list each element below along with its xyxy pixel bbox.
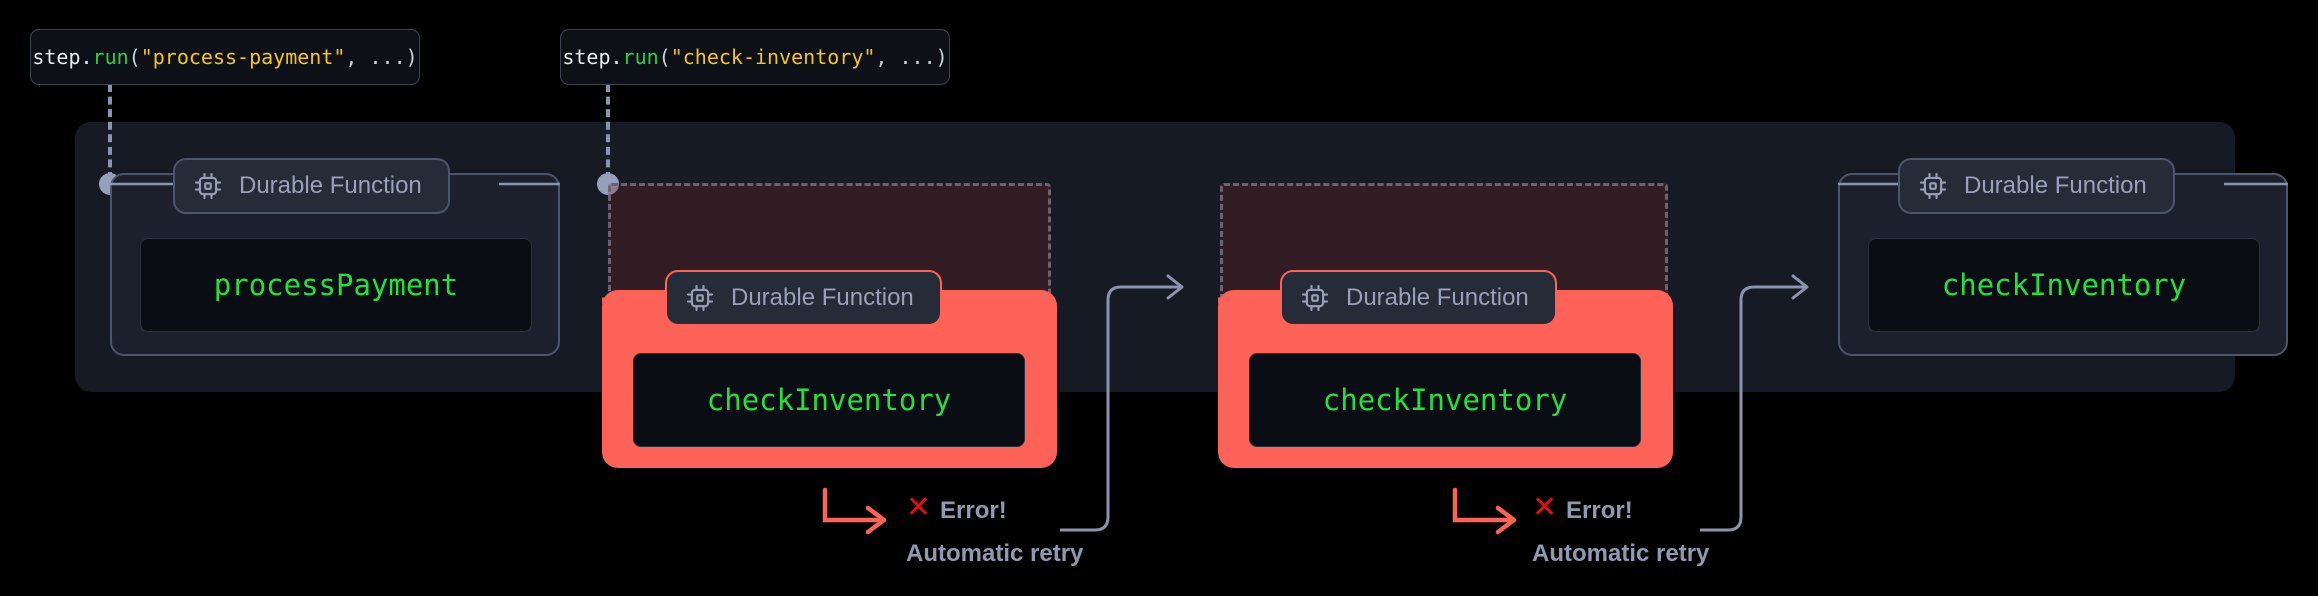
error-title-1: Error! xyxy=(940,497,1007,524)
error-x-icon-1: ✕ xyxy=(906,490,932,525)
check-inventory-2-code: checkInventory xyxy=(1322,383,1568,417)
callout-2-fn: run xyxy=(622,45,659,69)
check-inventory-2-code-box: checkInventory xyxy=(1249,353,1641,447)
check-inventory-1-code: checkInventory xyxy=(706,383,952,417)
cpu-icon xyxy=(686,284,714,312)
process-payment-code-box: processPayment xyxy=(140,238,532,332)
check-inventory-2-chip-label: Durable Function xyxy=(1346,284,1529,311)
process-payment-chip: Durable Function xyxy=(173,158,450,214)
check-inventory-1-chip: Durable Function xyxy=(665,270,942,326)
callout-1-string: "process-payment" xyxy=(140,45,346,69)
callout-dropper-2 xyxy=(606,84,610,180)
callout-1-prefix: step. xyxy=(32,45,93,69)
callout-2-prefix: step. xyxy=(562,45,623,69)
cpu-icon xyxy=(1301,284,1329,312)
check-inventory-1-chip-label: Durable Function xyxy=(731,284,914,311)
error-subtitle-2: Automatic retry xyxy=(1532,540,1710,567)
check-inventory-callout: step.run("check-inventory", ...) xyxy=(560,29,950,85)
process-payment-code: processPayment xyxy=(213,268,459,302)
error-subtitle-1: Automatic retry xyxy=(906,540,1084,567)
callout-2-string: "check-inventory" xyxy=(670,45,876,69)
check-inventory-success-chip-label: Durable Function xyxy=(1964,172,2147,199)
check-inventory-1-code-box: checkInventory xyxy=(633,353,1025,447)
check-inventory-success-code-box: checkInventory xyxy=(1868,238,2260,332)
error-arrowhead-1 xyxy=(865,505,887,535)
callout-2-open: ( xyxy=(658,45,671,69)
error-elbow-2 xyxy=(1452,487,1513,523)
check-inventory-success-code: checkInventory xyxy=(1941,268,2187,302)
callout-1-fn: run xyxy=(92,45,129,69)
error-arrowhead-2 xyxy=(1495,505,1517,535)
process-payment-chip-label: Durable Function xyxy=(239,172,422,199)
callout-dropper-1 xyxy=(108,84,112,180)
check-inventory-2-chip: Durable Function xyxy=(1280,270,1557,326)
callout-2-rest: , ...) xyxy=(875,45,948,69)
process-payment-callout: step.run("process-payment", ...) xyxy=(30,29,420,85)
error-title-2: Error! xyxy=(1566,497,1633,524)
check-inventory-success-chip: Durable Function xyxy=(1898,158,2175,214)
callout-1-open: ( xyxy=(128,45,141,69)
error-x-icon-2: ✕ xyxy=(1532,490,1558,525)
callout-1-rest: , ...) xyxy=(345,45,418,69)
cpu-icon xyxy=(1919,172,1947,200)
cpu-icon xyxy=(194,172,222,200)
error-elbow-1 xyxy=(822,487,883,523)
